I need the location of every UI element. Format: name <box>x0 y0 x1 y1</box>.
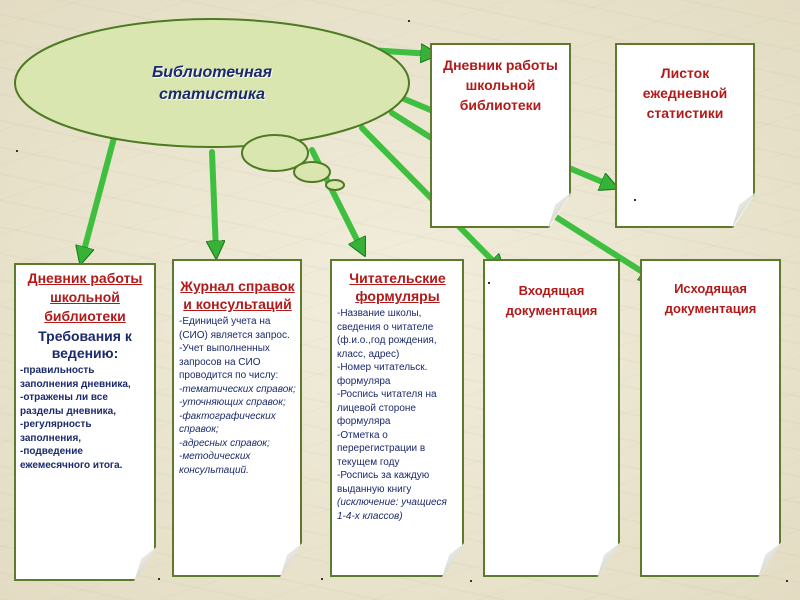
card-forms-title: Читательские формуляры <box>349 270 446 304</box>
card-daily-sheet-title: Листок ежедневной статистики <box>642 65 728 121</box>
hub-label: Библиотечная статистика <box>112 62 312 106</box>
speck <box>408 20 410 22</box>
card-daily-sheet: Листок ежедневной статистики <box>615 43 755 228</box>
card-diary-bottom-title: Дневник работы школьной библиотеки <box>27 270 143 324</box>
speck <box>634 199 636 201</box>
card-forms-list: -Название школы, сведения о читателе (ф.… <box>337 307 458 523</box>
card-incoming-title: Входящая документация <box>505 283 598 318</box>
card-incoming: Входящая документация <box>483 259 620 577</box>
list-item: -Учет выполненных запросов на СИО провод… <box>179 343 279 381</box>
hub-label-line1: Библиотечная <box>151 64 273 81</box>
card-diary-top-title: Дневник работы школьной библиотеки <box>443 57 558 113</box>
card-diary-bottom: Дневник работы школьной библиотеки Требо… <box>14 263 156 581</box>
list-item: -уточняющих справок; <box>179 397 286 408</box>
list-item: -отражены ли все разделы дневника, <box>20 392 116 417</box>
cloud-shape <box>14 18 410 191</box>
card-journal-title: Журнал справок и консультаций <box>180 278 295 312</box>
card-diary-top: Дневник работы школьной библиотеки <box>430 43 571 228</box>
list-item: -Единицей учета на (СИО) является запрос… <box>179 316 290 341</box>
speck <box>786 580 788 582</box>
speck <box>158 578 160 580</box>
list-item: -правильность заполнения дневника, <box>20 365 131 390</box>
list-item: -подведение ежемесячного итога. <box>20 446 123 471</box>
list-item: -методических консультаций. <box>179 451 251 476</box>
arrow-to-journal <box>212 149 216 252</box>
card-forms: Читательские формуляры -Название школы, … <box>330 259 464 577</box>
list-item: -Номер читательск. формуляра <box>337 362 428 387</box>
list-item: -фактографических справок; <box>179 410 276 435</box>
list-item: -Название школы, сведения о читателе (ф.… <box>337 308 437 360</box>
card-outgoing-title: Исходящая документация <box>664 281 757 316</box>
speck <box>488 282 490 284</box>
arrow-to-diary-bottom <box>82 135 117 258</box>
list-item: -Отметка о перерегистрации в текущем год… <box>337 429 426 468</box>
list-item: -Роспись за каждую выданную книгу <box>337 470 430 495</box>
card-journal-list: -Единицей учета на (СИО) является запрос… <box>179 315 296 477</box>
speck <box>16 150 18 152</box>
card-diary-bottom-list: -правильность заполнения дневника, -отра… <box>20 364 150 472</box>
card-outgoing: Исходящая документация <box>640 259 781 577</box>
list-item: -адресных справок; <box>179 437 270 449</box>
list-item: (исключение: учащиеся 1-4-х классов) <box>337 497 447 522</box>
hub-label-line2: статистика <box>158 86 266 103</box>
speck <box>470 580 472 582</box>
speck <box>321 578 323 580</box>
card-diary-bottom-subtitle: Требования к ведению: <box>38 328 132 361</box>
list-item: -регулярность заполнения, <box>20 419 92 444</box>
list-item: -Роспись читателя на лицевой стороне фор… <box>337 389 437 427</box>
card-journal: Журнал справок и консультаций -Единицей … <box>172 259 302 577</box>
list-item: -тематических справок; <box>179 383 296 395</box>
